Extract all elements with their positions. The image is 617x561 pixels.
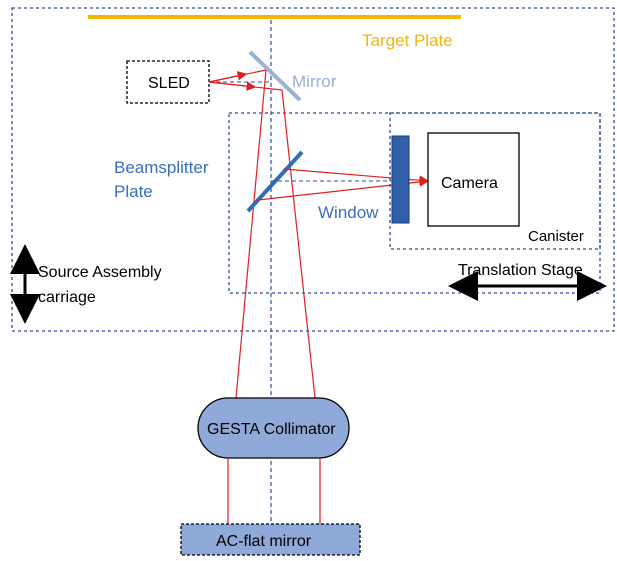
collimator-label: GESTA Collimator (207, 421, 336, 438)
source-assembly-label-1: Source Assembly (38, 264, 162, 281)
source-assembly-frame (11, 7, 615, 332)
ac-flat-mirror (180, 523, 361, 556)
collimator (197, 397, 350, 459)
beam-down-right (281, 89, 316, 399)
beamsplitter-label-2: Plate (114, 182, 153, 201)
mirror-label: Mirror (292, 72, 337, 91)
camera-label: Camera (441, 175, 498, 192)
window-label: Window (318, 203, 379, 222)
beam-down-left (235, 69, 267, 399)
canister-label: Canister (528, 228, 584, 245)
source-assembly-label-2: carriage (38, 289, 96, 306)
translation-stage-label: Translation Stage (458, 262, 583, 279)
sled-label: SLED (148, 75, 190, 92)
ac-flat-mirror-label: AC-flat mirror (216, 533, 312, 550)
sled-beam-arrow-2 (208, 81, 257, 91)
sled-box (126, 60, 210, 104)
mirror (248, 50, 302, 102)
beamsplitter-label-1: Beamsplitter (114, 158, 209, 177)
target-plate-label: Target Plate (362, 31, 453, 50)
window (391, 135, 410, 224)
sled-beam-arrow-1 (208, 71, 248, 83)
camera-box (427, 132, 520, 227)
